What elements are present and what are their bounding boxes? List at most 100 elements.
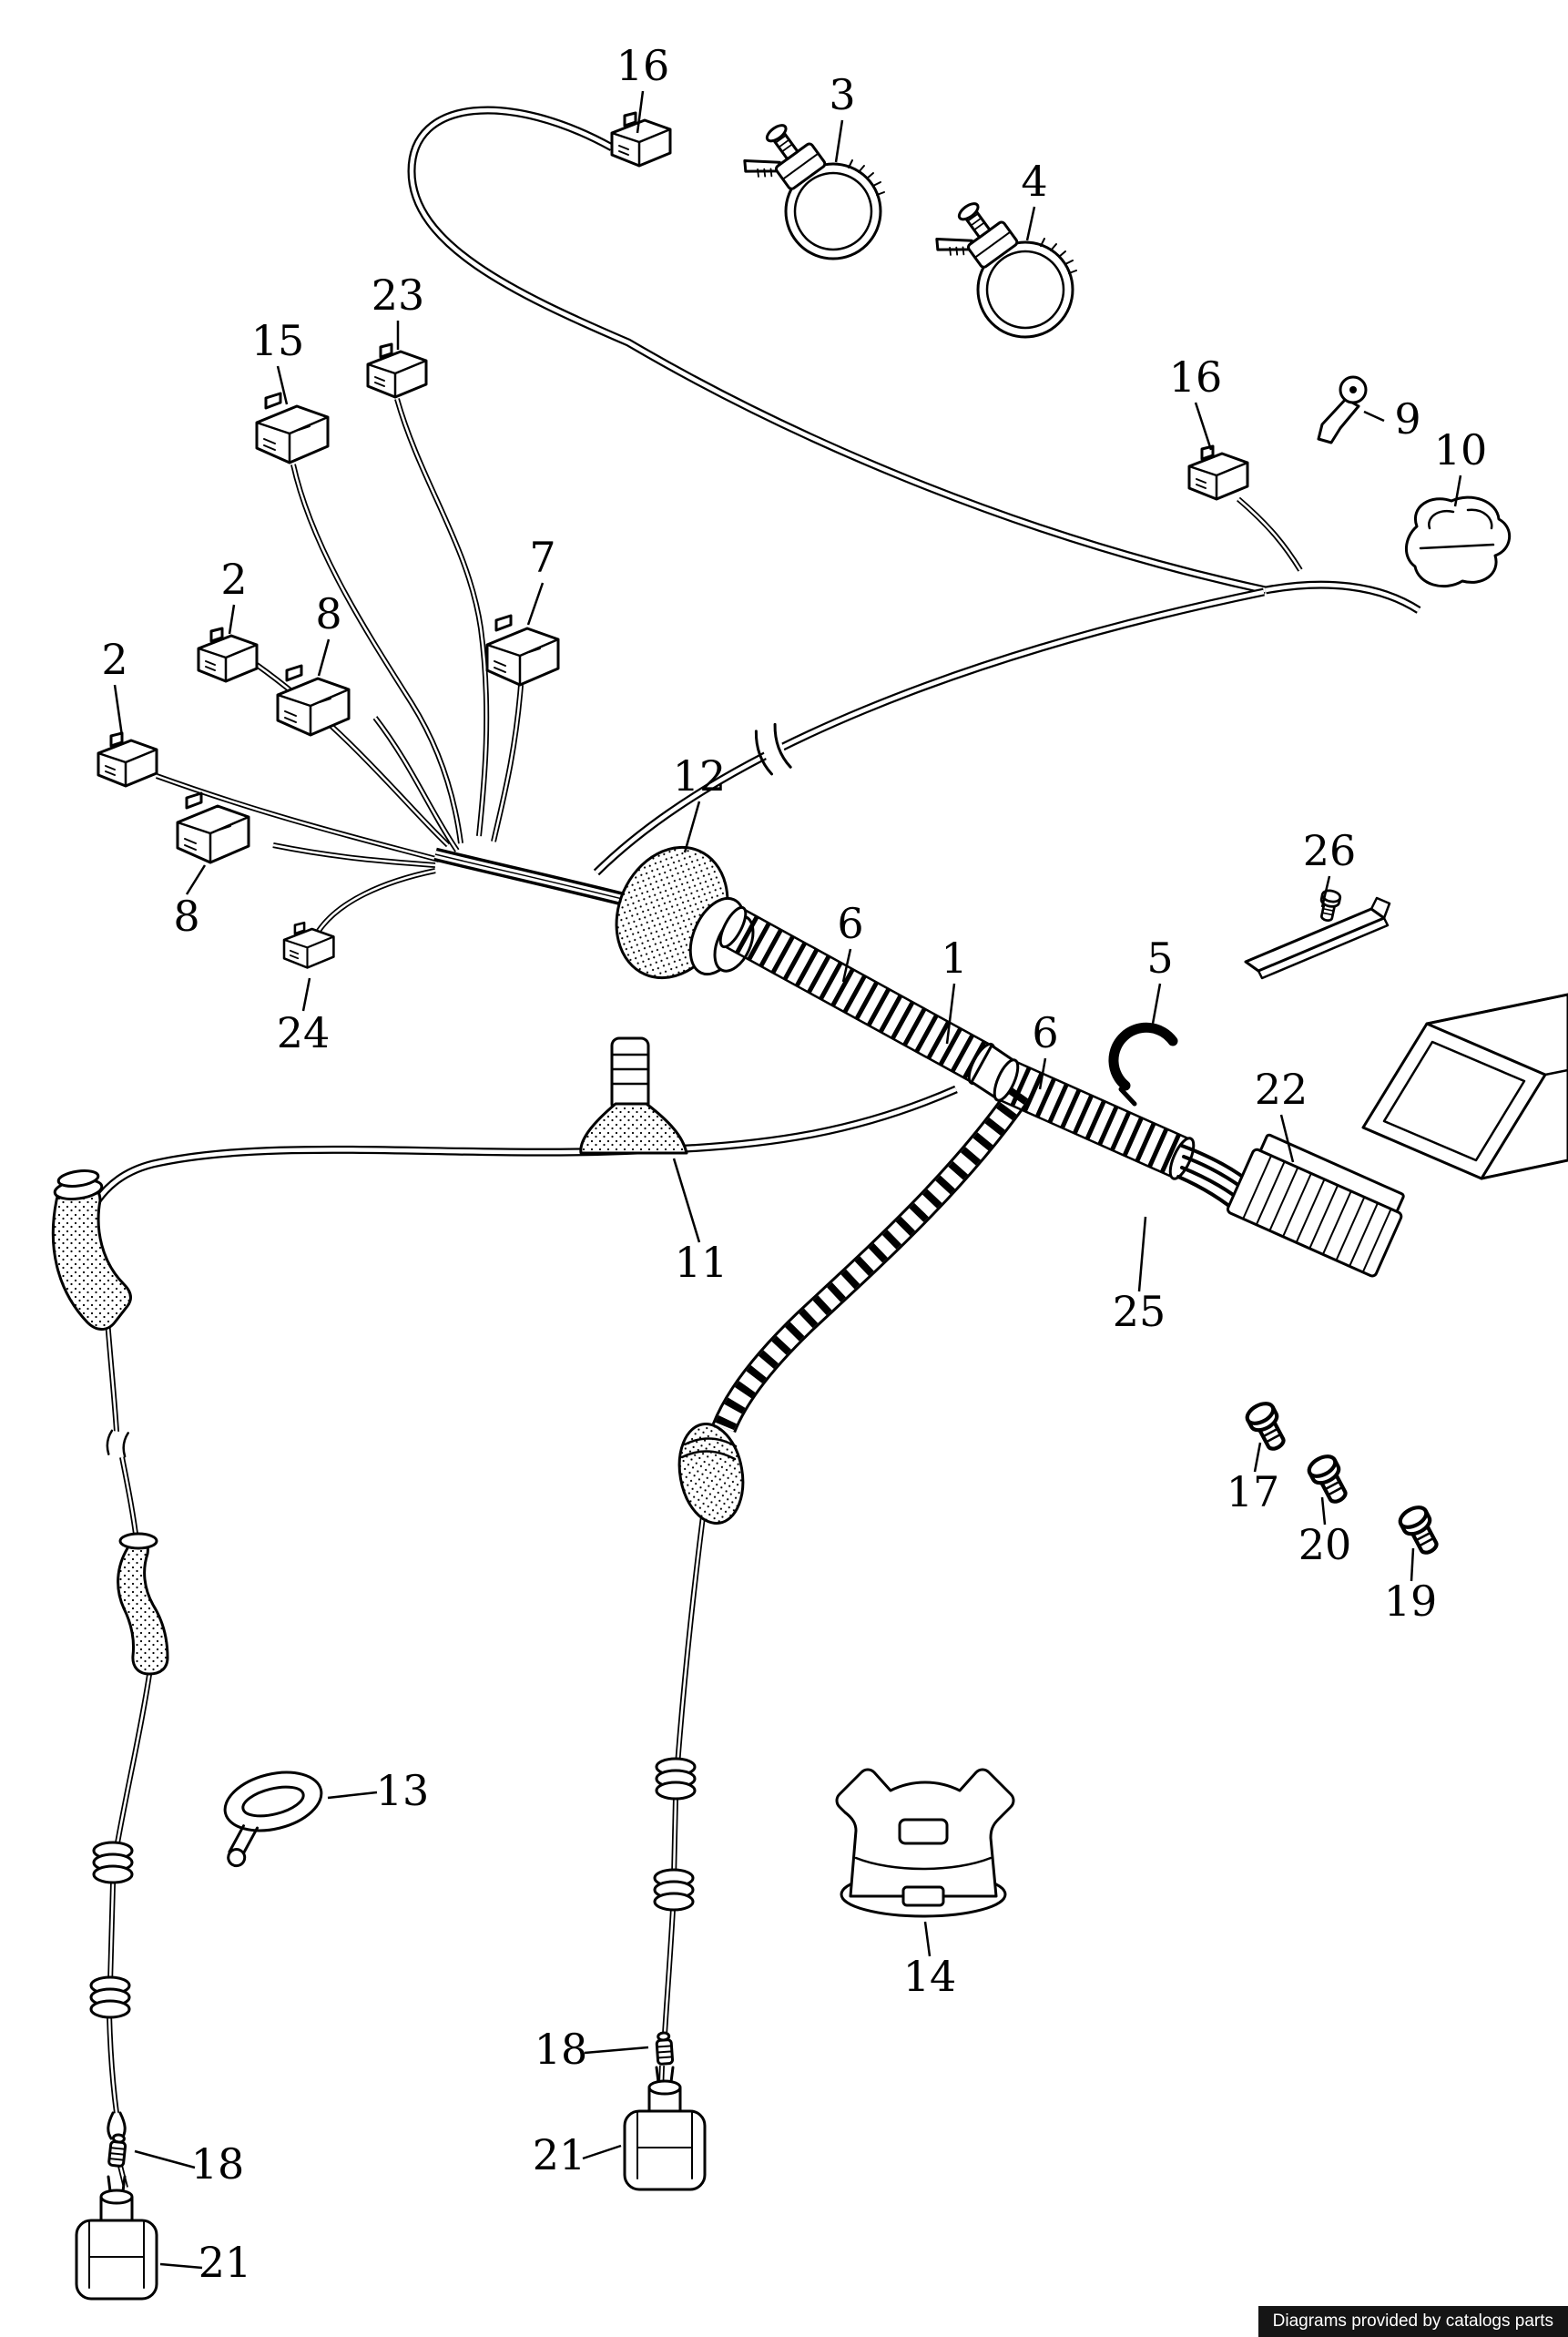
boot-left-upper [51,1169,132,1331]
leader-line [228,604,236,635]
corrugated-tube-2 [993,1058,1196,1180]
leader-line [113,684,124,737]
cable-break-mark [754,722,792,776]
callout-20: 20 [1298,1496,1351,1569]
leader-line [1320,1496,1327,1526]
cable-rings [89,1975,131,2019]
callout-label: 22 [1255,1065,1308,1114]
callout-16-top: 16 [616,41,670,134]
callout-label: 7 [529,533,555,582]
callout-24: 24 [277,977,331,1057]
callout-label: 8 [173,892,199,941]
grommet-12 [615,845,755,980]
left-branch-cable [76,1085,958,1256]
leader-line [1453,475,1462,507]
callout-label: 3 [829,70,855,119]
bulb-18-middle [654,2030,675,2066]
leader-line [526,582,545,626]
callout-4: 4 [1021,157,1048,241]
callout-label: 5 [1146,934,1173,983]
control-unit-box [1361,993,1568,1180]
middle-branch-cable [711,1085,1031,1434]
callout-2-a: 2 [220,555,248,635]
callout-18-left: 18 [134,2139,245,2189]
hose-clamp-4 [925,192,1078,339]
screw-19 [1397,1504,1443,1558]
boot-left-lower [117,1532,169,1676]
callout-23: 23 [372,270,425,350]
leader-line [1253,1442,1262,1473]
connector-24 [282,921,335,969]
bracket-26 [1244,887,1391,980]
callout-22: 22 [1255,1065,1308,1163]
connector-16-top [610,111,672,168]
bracket-14 [835,1768,1015,1918]
callout-label: 11 [675,1238,728,1287]
callout-label: 18 [191,2139,245,2189]
leader-line [1279,1114,1295,1163]
leader-line [134,2149,196,2169]
leader-line [841,948,852,983]
hose-clamp-3 [733,114,886,260]
screw-20 [1306,1453,1352,1507]
callout-label: 4 [1021,157,1047,206]
footer-text: Diagrams provided by catalogs parts [1272,2311,1553,2331]
callout-15: 15 [251,316,304,405]
leader-line [636,90,645,134]
callout-label: 17 [1227,1467,1280,1516]
callout-label: 16 [616,41,670,90]
upper-cable-run [407,106,1421,614]
callout-6-b: 6 [1032,1008,1059,1090]
cable-break-mark [106,1429,130,1458]
callout-8-a: 8 [315,589,342,677]
boot-21-left [75,2175,158,2301]
callout-10: 10 [1434,425,1487,507]
screw-17 [1244,1400,1290,1454]
leader-line [1038,1057,1047,1090]
callout-label: 14 [903,1952,957,2001]
callout-16-right: 16 [1169,352,1223,451]
connector-2-a [197,627,259,683]
connector-22 [1226,1133,1405,1278]
connector-15 [255,392,330,464]
callouts: 16 3 4 23 15 16 9 10 2 8 7 2 8 12 26 24 … [101,41,1487,2287]
leader-line [1410,1547,1415,1582]
callout-label: 24 [277,1008,331,1057]
connector-7 [485,614,560,687]
connector-8-a [276,664,351,737]
boot-21-middle [623,2066,707,2191]
callout-3: 3 [829,70,856,163]
boot-middle [677,1423,745,1525]
callout-label: 8 [315,589,341,638]
connector-16-right [1187,444,1249,501]
leader-line [1137,1216,1147,1292]
callout-21-left: 21 [159,2238,252,2287]
leader-line [1194,402,1213,451]
callout-14: 14 [903,1921,957,2001]
cable-rings [653,1868,695,1912]
callout-17: 17 [1227,1442,1280,1516]
leader-line [1025,206,1036,241]
callout-8-b: 8 [173,864,207,941]
leader-line [672,1158,701,1243]
callout-label: 16 [1169,352,1223,402]
callout-12: 12 [673,751,727,853]
callout-label: 21 [533,2130,586,2179]
left-vertical-cable [105,1320,153,2189]
callout-label: 23 [372,270,425,320]
callout-label: 9 [1394,394,1420,444]
callout-label: 25 [1113,1287,1166,1336]
leader-line [1363,410,1385,423]
callout-label: 21 [199,2238,252,2287]
leader-line [1320,875,1331,908]
callout-label: 12 [673,751,727,801]
callout-label: 6 [1032,1008,1058,1057]
callout-26: 26 [1303,826,1356,908]
callout-25: 25 [1113,1216,1166,1336]
leader-line [327,1791,378,1800]
clip-10 [1405,495,1511,588]
leader-line [276,365,289,405]
cable-rings [655,1757,697,1801]
